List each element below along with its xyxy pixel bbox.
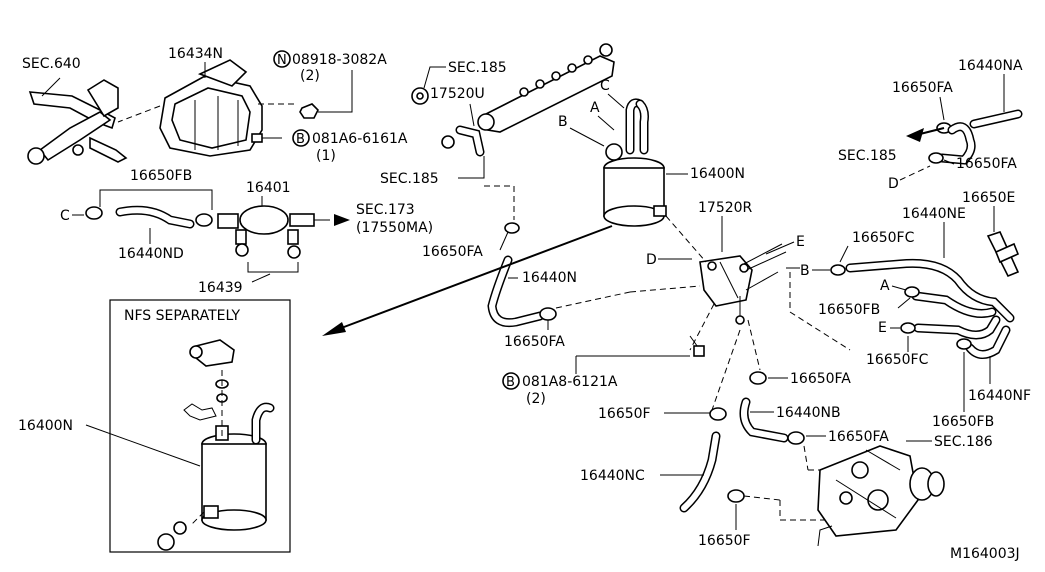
label-c-left: C	[60, 208, 70, 224]
part-16440N-hose	[487, 255, 545, 328]
label-16650FB-top: 16650FB	[130, 168, 192, 184]
label-d-right: D	[888, 176, 899, 192]
label-16439: 16439	[198, 280, 243, 296]
label-nfs: NFS SEPARATELY	[124, 308, 240, 324]
label-a-mid: A	[590, 100, 600, 116]
label-16650FC-b: 16650FC	[866, 352, 929, 368]
clamp-16650FA-c	[749, 371, 767, 385]
arrow-sec173-icon	[334, 214, 350, 226]
part-16440NA-hose	[928, 109, 1023, 165]
label-16650FA-f: 16650FA	[956, 156, 1017, 172]
label-qty-2a: (2)	[300, 68, 320, 84]
label-081A8: 081A8-6121A	[522, 374, 618, 390]
clamp-16650F-a	[709, 407, 727, 421]
label-16400N-box: 16400N	[18, 418, 73, 434]
label-17520U: 17520U	[430, 86, 485, 102]
label-16401: 16401	[246, 180, 291, 196]
bolt-081A8-icon	[689, 335, 705, 357]
label-e-mid: E	[796, 234, 805, 250]
part-17520R-bracket	[699, 243, 787, 325]
label-081A6: 081A6-6161A	[312, 131, 408, 147]
label-17520R: 17520R	[698, 200, 753, 216]
label-16440NB: 16440NB	[776, 405, 841, 421]
part-fuel-rail	[477, 43, 615, 133]
label-16650FA-e: 16650FA	[892, 80, 953, 96]
part-16440NE-hose	[845, 258, 1015, 359]
label-16650FC-a: 16650FC	[852, 230, 915, 246]
label-16440ND: 16440ND	[118, 246, 184, 262]
label-16650FA-d: 16650FA	[828, 429, 889, 445]
label-16650F-b: 16650F	[698, 533, 751, 549]
label-sec185b: SEC.185	[380, 171, 439, 187]
label-16650FA-a: 16650FA	[422, 244, 483, 260]
bolt-icon	[251, 133, 280, 143]
part-sec185-ring	[411, 87, 429, 105]
label-sec185c: SEC.185	[838, 148, 897, 164]
part-17520U-pipe	[441, 125, 485, 157]
part-injection-pump	[817, 445, 945, 547]
label-16650FB-r: 16650FB	[818, 302, 880, 318]
label-c-mid: C	[600, 78, 610, 94]
arrow-sec185c-icon	[906, 128, 924, 142]
label-16650FA-c: 16650FA	[790, 371, 851, 387]
part-16434N-housing	[159, 59, 263, 157]
label-17550MA: (17550MA)	[356, 220, 433, 236]
label-b-right: B	[800, 263, 810, 279]
arrow-line	[335, 225, 613, 331]
clamp-16650FA-b	[539, 307, 557, 321]
label-qty-1: (1)	[316, 148, 336, 164]
part-16440NC-hose	[679, 431, 721, 513]
label-16650F-a: 16650F	[598, 406, 651, 422]
label-circle-b1: B	[296, 132, 305, 147]
circle-n-icon	[273, 50, 291, 68]
label-sec173: SEC.173	[356, 202, 415, 218]
part-16400N-filter	[603, 98, 667, 227]
clamp-16650FA-d	[787, 431, 805, 445]
bracket-sec640	[27, 77, 128, 165]
label-sec640: SEC.640	[22, 56, 81, 72]
part-nfs-filter	[157, 339, 275, 551]
label-16440NF: 16440NF	[968, 388, 1031, 404]
label-b-mid: B	[558, 114, 568, 130]
label-drawing-code: M164003J	[950, 546, 1020, 562]
clamp-16650FC-a	[830, 264, 846, 276]
label-16440NA: 16440NA	[958, 58, 1023, 74]
label-circle-n: N	[277, 53, 287, 68]
label-16440NC: 16440NC	[580, 468, 645, 484]
part-16650E-bracket	[986, 231, 1020, 278]
clamp-16650F-b	[727, 489, 745, 503]
label-sec186: SEC.186	[934, 434, 993, 450]
part-16401-filter	[217, 205, 330, 259]
label-qty-2b: (2)	[526, 391, 546, 407]
label-sec185a: SEC.185	[448, 60, 507, 76]
nut-icon	[299, 103, 319, 119]
label-16440N: 16440N	[522, 270, 577, 286]
label-16650FA-b: 16650FA	[504, 334, 565, 350]
label-circle-b2: B	[506, 375, 515, 390]
clamp-16650FB-r2	[956, 338, 972, 350]
label-16650E: 16650E	[962, 190, 1015, 206]
arrow-head-icon	[322, 322, 346, 336]
clamp-16650FA-a	[504, 222, 520, 234]
nfs-box	[109, 299, 291, 553]
label-16440NE: 16440NE	[902, 206, 966, 222]
label-d-mid: D	[646, 252, 657, 268]
label-e-right: E	[878, 320, 887, 336]
clamp-16650FC-b	[900, 322, 916, 334]
label-16650FB-r2: 16650FB	[932, 414, 994, 430]
label-16434N: 16434N	[168, 46, 223, 62]
circle-b-icon	[292, 129, 310, 147]
part-16440NB-hose	[739, 397, 789, 443]
label-16400N: 16400N	[690, 166, 745, 182]
label-08918: 08918-3082A	[292, 52, 387, 68]
part-16440ND-hose	[85, 205, 213, 229]
label-a-right: A	[880, 278, 890, 294]
clamp-16650FB-r	[904, 286, 920, 298]
circle-b2-icon	[502, 372, 520, 390]
